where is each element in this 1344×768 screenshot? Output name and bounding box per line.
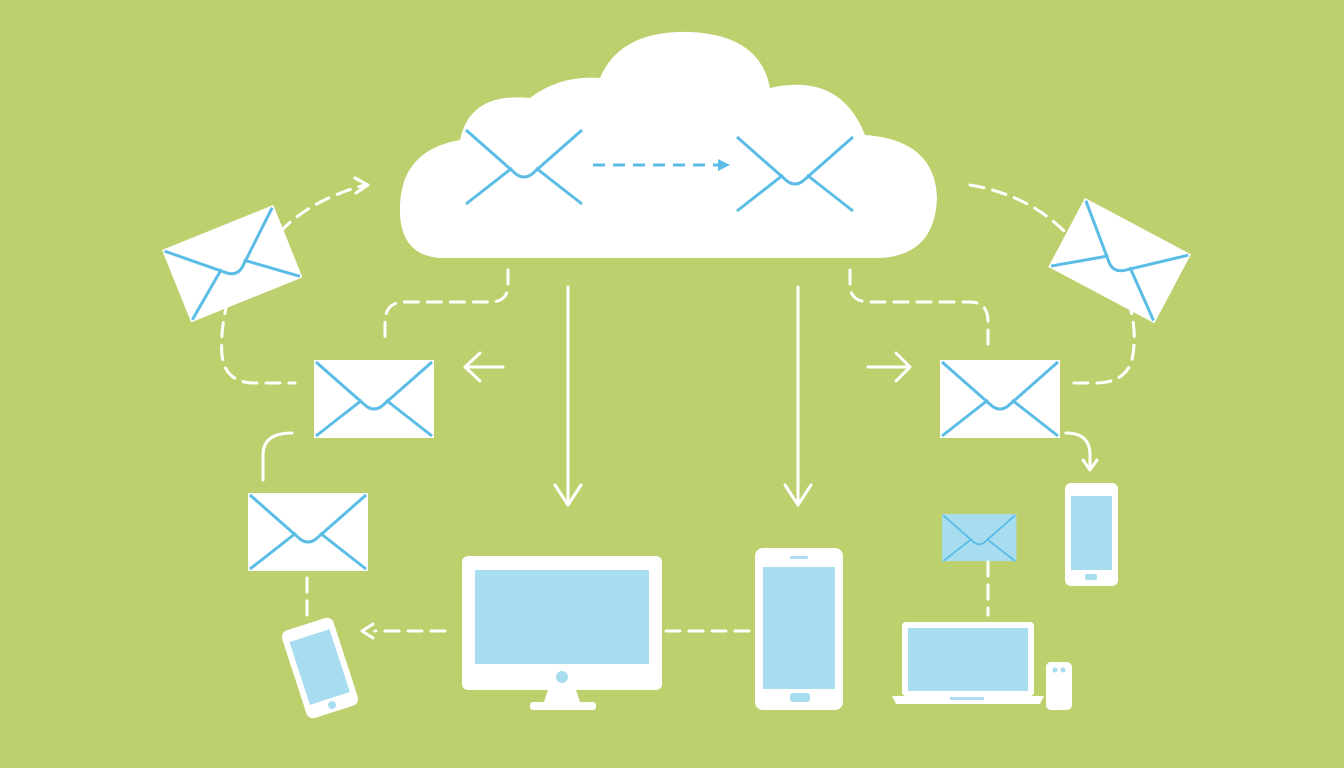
envelope-icon	[733, 133, 857, 215]
tablet-icon	[755, 548, 843, 710]
desktop-monitor-icon	[462, 556, 662, 710]
envelope-icon	[160, 203, 304, 324]
smartphone-icon	[281, 617, 359, 719]
envelope-icon	[312, 358, 436, 440]
envelope-icon	[246, 491, 370, 573]
laptop-icon	[892, 622, 1044, 704]
envelope-icon	[462, 126, 586, 208]
smartphone-icon	[1065, 483, 1118, 586]
envelope-icon	[1046, 196, 1193, 325]
smartphone-icon	[1046, 662, 1072, 710]
envelope-icon	[942, 514, 1017, 562]
envelope-icon	[938, 358, 1062, 440]
connector-lines	[220, 176, 1136, 640]
cloud-transfer-arrow	[593, 159, 730, 171]
